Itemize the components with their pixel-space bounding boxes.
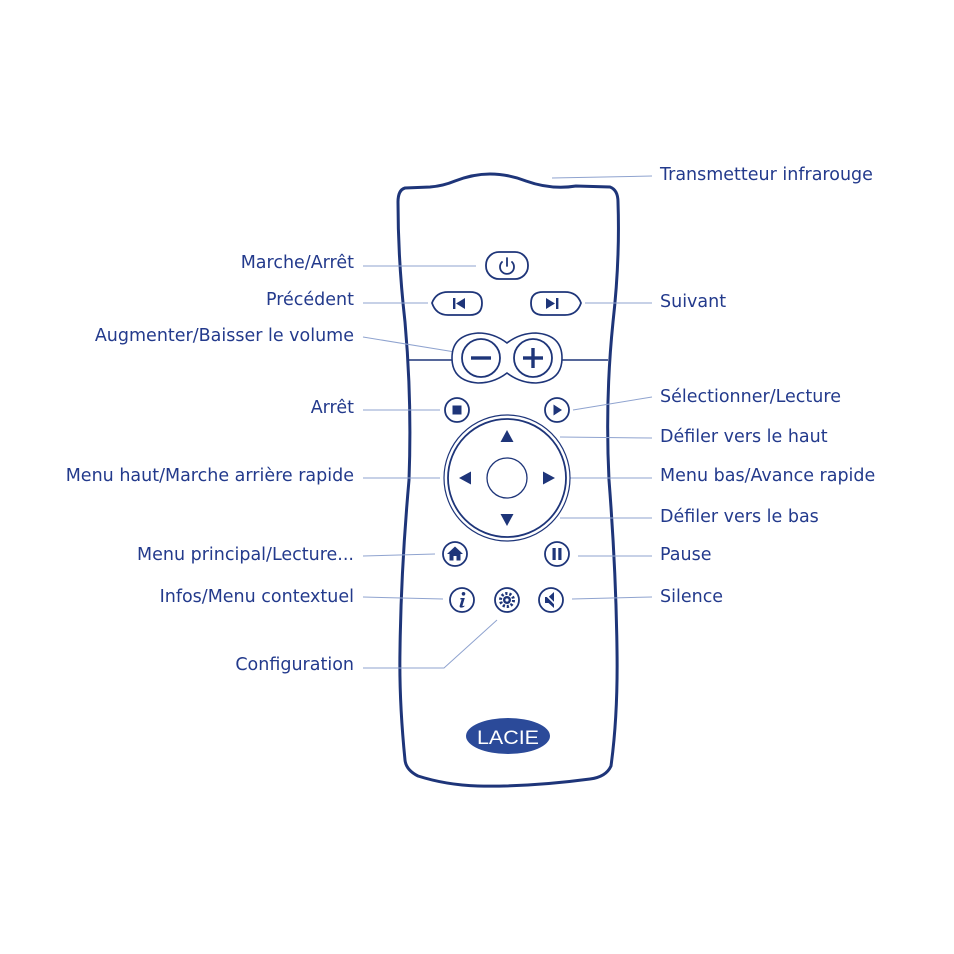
gear-icon <box>499 592 515 608</box>
volume-down-button[interactable] <box>461 338 501 378</box>
label-scroll-down: Défiler vers le bas <box>660 507 819 527</box>
pause-button[interactable] <box>544 541 570 567</box>
info-icon <box>459 592 466 608</box>
volume-rocker[interactable] <box>451 332 563 384</box>
select-play-button[interactable] <box>544 397 570 423</box>
stop-button[interactable] <box>444 397 470 423</box>
stop-icon <box>452 405 462 415</box>
label-scroll-up: Défiler vers le haut <box>660 427 828 447</box>
label-next: Suivant <box>660 292 727 312</box>
label-info: Infos/Menu contextuel <box>159 587 354 607</box>
label-power: Marche/Arrêt <box>240 253 354 273</box>
info-button[interactable] <box>449 587 475 613</box>
mute-button[interactable] <box>538 587 564 613</box>
play-icon <box>553 404 562 416</box>
label-stop: Arrêt <box>310 398 354 418</box>
label-config: Configuration <box>235 655 354 675</box>
skip-previous-icon <box>453 298 465 309</box>
label-previous: Précédent <box>265 290 354 310</box>
label-volume: Augmenter/Baisser le volume <box>94 326 354 346</box>
label-menu-up-rewind: Menu haut/Marche arrière rapide <box>65 466 354 486</box>
pause-icon <box>552 548 562 560</box>
power-button[interactable] <box>485 251 529 280</box>
plus-icon <box>523 348 543 368</box>
skip-next-icon <box>546 298 559 309</box>
arrow-up-icon[interactable] <box>500 430 514 442</box>
label-main-menu: Menu principal/Lecture... <box>137 545 354 565</box>
label-menu-down-forward: Menu bas/Avance rapide <box>660 466 876 486</box>
volume-up-button[interactable] <box>513 338 553 378</box>
main-menu-button[interactable] <box>442 541 468 567</box>
config-button[interactable] <box>494 587 520 613</box>
power-icon <box>499 257 515 275</box>
lacie-logo: LACIE <box>466 718 550 754</box>
nav-center-button[interactable] <box>486 457 528 499</box>
minus-icon <box>471 356 491 360</box>
label-pause: Pause <box>660 545 712 565</box>
home-icon <box>447 546 463 561</box>
arrow-right-icon[interactable] <box>543 471 555 485</box>
navigation-pad[interactable] <box>443 414 571 542</box>
next-button[interactable] <box>530 291 582 316</box>
label-select-play: Sélectionner/Lecture <box>660 387 841 407</box>
label-mute: Silence <box>660 587 724 607</box>
previous-button[interactable] <box>431 291 483 316</box>
label-transmitter: Transmetteur infrarouge <box>660 165 873 185</box>
mute-icon <box>543 592 559 608</box>
arrow-left-icon[interactable] <box>459 471 471 485</box>
leader-lines <box>362 175 653 669</box>
arrow-down-icon[interactable] <box>500 514 514 526</box>
logo-text: LACIE <box>477 728 539 749</box>
